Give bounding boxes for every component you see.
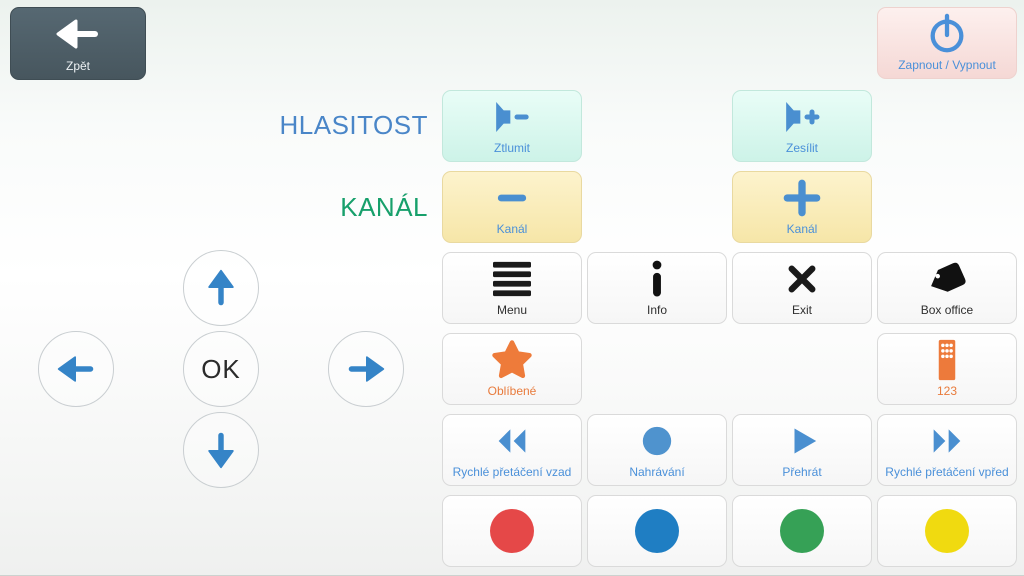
numpad-button-label: 123	[936, 384, 958, 398]
power-icon	[878, 8, 1016, 59]
record-button-label: Nahrávání	[629, 465, 685, 479]
dpad-left-button[interactable]	[38, 331, 114, 407]
info-button[interactable]: Info	[587, 252, 727, 324]
dpad-right-button[interactable]	[328, 331, 404, 407]
green-key-button[interactable]	[732, 495, 872, 567]
minus-icon	[443, 172, 581, 223]
favorites-button-label: Oblíbené	[487, 384, 537, 398]
record-icon	[588, 415, 726, 466]
dpad-ok-button[interactable]: OK	[183, 331, 259, 407]
left-arrow-icon	[57, 356, 94, 382]
rewind-icon	[443, 415, 581, 466]
volume-section-label: HLASITOST	[279, 110, 428, 140]
favorites-button[interactable]: Oblíbené	[442, 333, 582, 405]
info-button-label: Info	[646, 303, 667, 317]
back-arrow-icon	[11, 8, 145, 60]
channel-up-button[interactable]: Kanál	[732, 171, 872, 243]
channel-section-label: KANÁL	[340, 192, 428, 222]
red-key-button[interactable]	[442, 495, 582, 567]
red-circle-icon	[490, 509, 534, 553]
channel-down-label: Kanál	[496, 222, 528, 236]
volume-up-label: Zesílit	[785, 141, 818, 155]
info-icon	[588, 253, 726, 304]
play-button[interactable]: Přehrát	[732, 414, 872, 486]
ok-label: OK	[201, 353, 241, 384]
speaker-minus-icon	[443, 91, 581, 142]
down-arrow-icon	[208, 432, 234, 469]
fast-forward-button-label: Rychlé přetáčení vpřed	[885, 465, 1009, 479]
rewind-button[interactable]: Rychlé přetáčení vzad	[442, 414, 582, 486]
dpad-up-button[interactable]	[183, 250, 259, 326]
close-icon	[733, 253, 871, 304]
channel-up-label: Kanál	[786, 222, 818, 236]
play-button-label: Přehrát	[782, 465, 822, 479]
volume-up-button[interactable]: Zesílit	[732, 90, 872, 162]
blue-key-button[interactable]	[587, 495, 727, 567]
fast-forward-icon	[878, 415, 1016, 466]
record-button[interactable]: Nahrávání	[587, 414, 727, 486]
boxoffice-button-label: Box office	[920, 303, 974, 317]
menu-button-label: Menu	[496, 303, 528, 317]
numpad-button[interactable]: 123	[877, 333, 1017, 405]
channel-down-button[interactable]: Kanál	[442, 171, 582, 243]
right-arrow-icon	[348, 356, 385, 382]
volume-down-button[interactable]: Ztlumit	[442, 90, 582, 162]
dpad-down-button[interactable]	[183, 412, 259, 488]
yellow-circle-icon	[925, 509, 969, 553]
tag-icon	[878, 253, 1016, 304]
plus-icon	[733, 172, 871, 223]
rewind-button-label: Rychlé přetáčení vzad	[452, 465, 572, 479]
green-circle-icon	[780, 509, 824, 553]
back-button[interactable]: Zpět	[10, 7, 146, 80]
power-button[interactable]: Zapnout / Vypnout	[877, 7, 1017, 79]
exit-button[interactable]: Exit	[732, 252, 872, 324]
power-button-label: Zapnout / Vypnout	[898, 58, 996, 72]
back-button-label: Zpět	[65, 59, 90, 73]
menu-icon	[443, 253, 581, 304]
volume-down-label: Ztlumit	[494, 141, 530, 155]
up-arrow-icon	[208, 269, 234, 306]
fast-forward-button[interactable]: Rychlé přetáčení vpřed	[877, 414, 1017, 486]
speaker-plus-icon	[733, 91, 871, 142]
blue-circle-icon	[635, 509, 679, 553]
yellow-key-button[interactable]	[877, 495, 1017, 567]
boxoffice-button[interactable]: Box office	[877, 252, 1017, 324]
exit-button-label: Exit	[791, 303, 812, 317]
menu-button[interactable]: Menu	[442, 252, 582, 324]
star-icon	[443, 334, 581, 385]
play-icon	[733, 415, 871, 466]
keypad-icon	[878, 334, 1016, 385]
